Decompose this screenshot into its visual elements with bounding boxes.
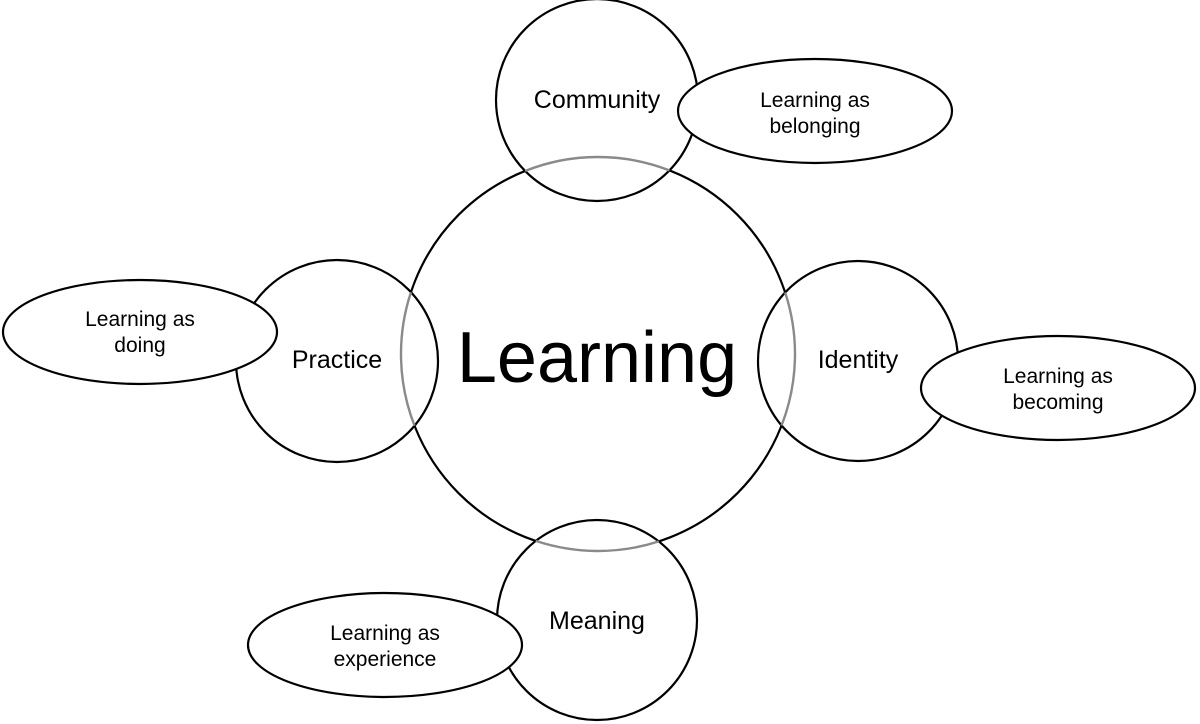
practice-description-ellipse bbox=[1, 278, 279, 386]
community-description-ellipse bbox=[676, 57, 954, 165]
overlap-arc-practice bbox=[399, 291, 416, 427]
community-label: Community bbox=[534, 86, 661, 114]
practice-description-line-1: Learning as bbox=[85, 308, 195, 331]
overlap-arc-identity bbox=[780, 292, 797, 426]
meaning-description-ellipse bbox=[246, 591, 524, 699]
learning-label: Learning bbox=[457, 318, 737, 398]
meaning-label: Meaning bbox=[549, 607, 645, 635]
meaning-description-line-2: experience bbox=[334, 648, 437, 671]
practice-description-line-2: doing bbox=[114, 334, 165, 357]
meaning-description-line-1: Learning as bbox=[330, 622, 440, 645]
identity-description-line-2: becoming bbox=[1012, 391, 1103, 414]
community-description-line-1: Learning as bbox=[760, 89, 870, 112]
overlap-arc-community bbox=[524, 155, 670, 173]
practice-label: Practice bbox=[292, 346, 382, 374]
identity-label: Identity bbox=[818, 346, 899, 374]
identity-description-line-1: Learning as bbox=[1003, 365, 1113, 388]
identity-description-ellipse bbox=[919, 334, 1197, 442]
overlap-arc-meaning bbox=[535, 539, 660, 553]
community-description-line-2: belonging bbox=[769, 115, 860, 138]
